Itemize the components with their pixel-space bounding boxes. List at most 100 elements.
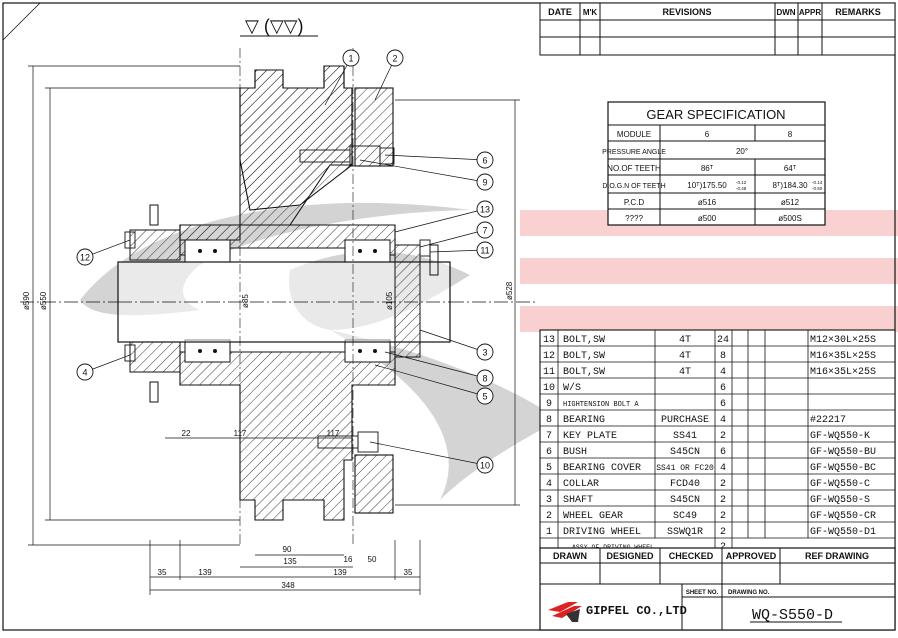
balloon-part-3: 3 bbox=[419, 329, 494, 361]
part-no: 8 bbox=[546, 415, 552, 426]
surface-finish-symbol: ▽ (▽▽) bbox=[245, 16, 304, 36]
balloon-label: 12 bbox=[80, 253, 90, 263]
balloon-label: 3 bbox=[482, 348, 487, 358]
gear-spec-label: PRESSURE ANGLE bbox=[602, 149, 666, 156]
part-material: 4T bbox=[679, 335, 691, 346]
part-material: S45CN bbox=[670, 495, 700, 506]
tol-b-upper: -0.14 bbox=[812, 180, 823, 185]
rev-header-date: DATE bbox=[548, 7, 572, 17]
tol-b-lower: -0.50 bbox=[812, 186, 823, 191]
balloon-label: 6 bbox=[482, 156, 487, 166]
balloon-label: 11 bbox=[480, 246, 489, 256]
balloon-label: 9 bbox=[482, 178, 487, 188]
gear-spec-label: P.C.D bbox=[624, 198, 645, 207]
gear-spec-label: D.O.G.N OF TEETH bbox=[602, 183, 665, 190]
part-ref: GF-WQ550-CR bbox=[810, 511, 876, 522]
balloon-label: 7 bbox=[482, 226, 487, 236]
part-material: SS41 OR FC20 bbox=[656, 464, 714, 473]
title-checked: CHECKED bbox=[669, 551, 714, 561]
title-approved: APPROVED bbox=[726, 551, 777, 561]
balloon-part-10: 10 bbox=[369, 441, 494, 474]
gear-spec-value-b: 8 bbox=[788, 130, 793, 139]
rev-header-revisions: REVISIONS bbox=[662, 7, 711, 17]
part-qty: 4 bbox=[720, 463, 726, 474]
balloon-part-1: 1 bbox=[324, 49, 360, 106]
gear-spec-value: 20° bbox=[736, 147, 748, 156]
dim-550: ø550 bbox=[39, 291, 48, 310]
wheel-section-view bbox=[20, 48, 535, 545]
part-material: SC49 bbox=[673, 511, 697, 522]
part-no: 13 bbox=[543, 335, 555, 346]
part-name: BOLT,SW bbox=[563, 335, 605, 346]
company-name: GIPFEL CO.,LTD bbox=[586, 604, 687, 618]
title-ref-drawing: REF DRAWING bbox=[805, 551, 869, 561]
part-no: 6 bbox=[546, 447, 552, 458]
dim-35a: 35 bbox=[158, 568, 167, 577]
balloon-label: 8 bbox=[482, 374, 487, 384]
part-no: 9 bbox=[546, 399, 552, 410]
balloon-part-2: 2 bbox=[374, 49, 404, 101]
dim-348: 348 bbox=[281, 581, 295, 590]
dim-139b: 139 bbox=[333, 568, 347, 577]
gear-spec-label: NO.OF TEETH bbox=[607, 164, 661, 173]
gear-spec-label: MODULE bbox=[617, 130, 651, 139]
gear-spec-value-a: 6 bbox=[705, 130, 710, 139]
part-ref: M16×35L×25S bbox=[810, 351, 876, 362]
rev-header-mk: M'K bbox=[583, 8, 598, 17]
part-name: COLLAR bbox=[563, 479, 599, 490]
dim-90: 90 bbox=[283, 545, 292, 554]
part-name: BEARING bbox=[563, 415, 605, 426]
part-qty: 8 bbox=[720, 351, 726, 362]
dim-85: ø85 bbox=[241, 294, 250, 308]
part-name: BOLT,SW bbox=[563, 367, 605, 378]
title-drawing-no-label: DRAWING NO. bbox=[728, 590, 770, 596]
balloon-part-12: 12 bbox=[76, 239, 131, 266]
dim-50: 50 bbox=[368, 555, 377, 564]
title-sheet-no: SHEET NO. bbox=[686, 590, 719, 596]
part-qty: 2 bbox=[720, 511, 726, 522]
part-no: 4 bbox=[546, 479, 552, 490]
tol-a-upper: -0.12 bbox=[736, 180, 747, 185]
part-name: SHAFT bbox=[563, 495, 593, 506]
revisions-table: DATE M'K REVISIONS DWN APPR REMARKS bbox=[539, 2, 896, 56]
part-no: 5 bbox=[546, 463, 552, 474]
part-ref: GF-WQ550-BC bbox=[810, 463, 876, 474]
balloon-label: 2 bbox=[392, 54, 397, 64]
part-name: W/S bbox=[563, 382, 581, 394]
part-ref: GF-WQ550-BU bbox=[810, 447, 876, 458]
part-ref: GF-WQ550-S bbox=[810, 495, 870, 506]
part-name: BUSH bbox=[563, 447, 587, 458]
rev-header-appr: APPR bbox=[799, 8, 821, 17]
tol-a-lower: -0.48 bbox=[736, 186, 747, 191]
gear-spec-value-b: 64ᵀ bbox=[784, 164, 797, 173]
gear-spec-value-a: ø500 bbox=[698, 214, 717, 223]
dim-35b: 35 bbox=[404, 568, 413, 577]
title-block: DRAWN DESIGNED CHECKED APPROVED REF DRAW… bbox=[539, 547, 896, 631]
part-qty: 6 bbox=[720, 447, 726, 458]
gear-spec-value-b: 8ᵀ)184.30 bbox=[772, 181, 808, 190]
part-qty: 6 bbox=[720, 383, 726, 394]
dim-16: 16 bbox=[344, 555, 353, 564]
title-designed: DESIGNED bbox=[606, 551, 654, 561]
drawing-number: WQ-S550-D bbox=[752, 607, 833, 624]
balloon-label: 5 bbox=[482, 392, 487, 402]
part-material: PURCHASE bbox=[661, 415, 709, 426]
part-no: 7 bbox=[546, 431, 552, 442]
part-ref: M12×30L×25S bbox=[810, 335, 876, 346]
part-ref: GF-WQ550-K bbox=[810, 431, 870, 442]
gear-spec-value-b: ø500S bbox=[778, 214, 802, 223]
balloon-label: 13 bbox=[480, 205, 490, 215]
balloon-part-11: 11 bbox=[429, 241, 494, 259]
part-no: 11 bbox=[543, 367, 555, 378]
